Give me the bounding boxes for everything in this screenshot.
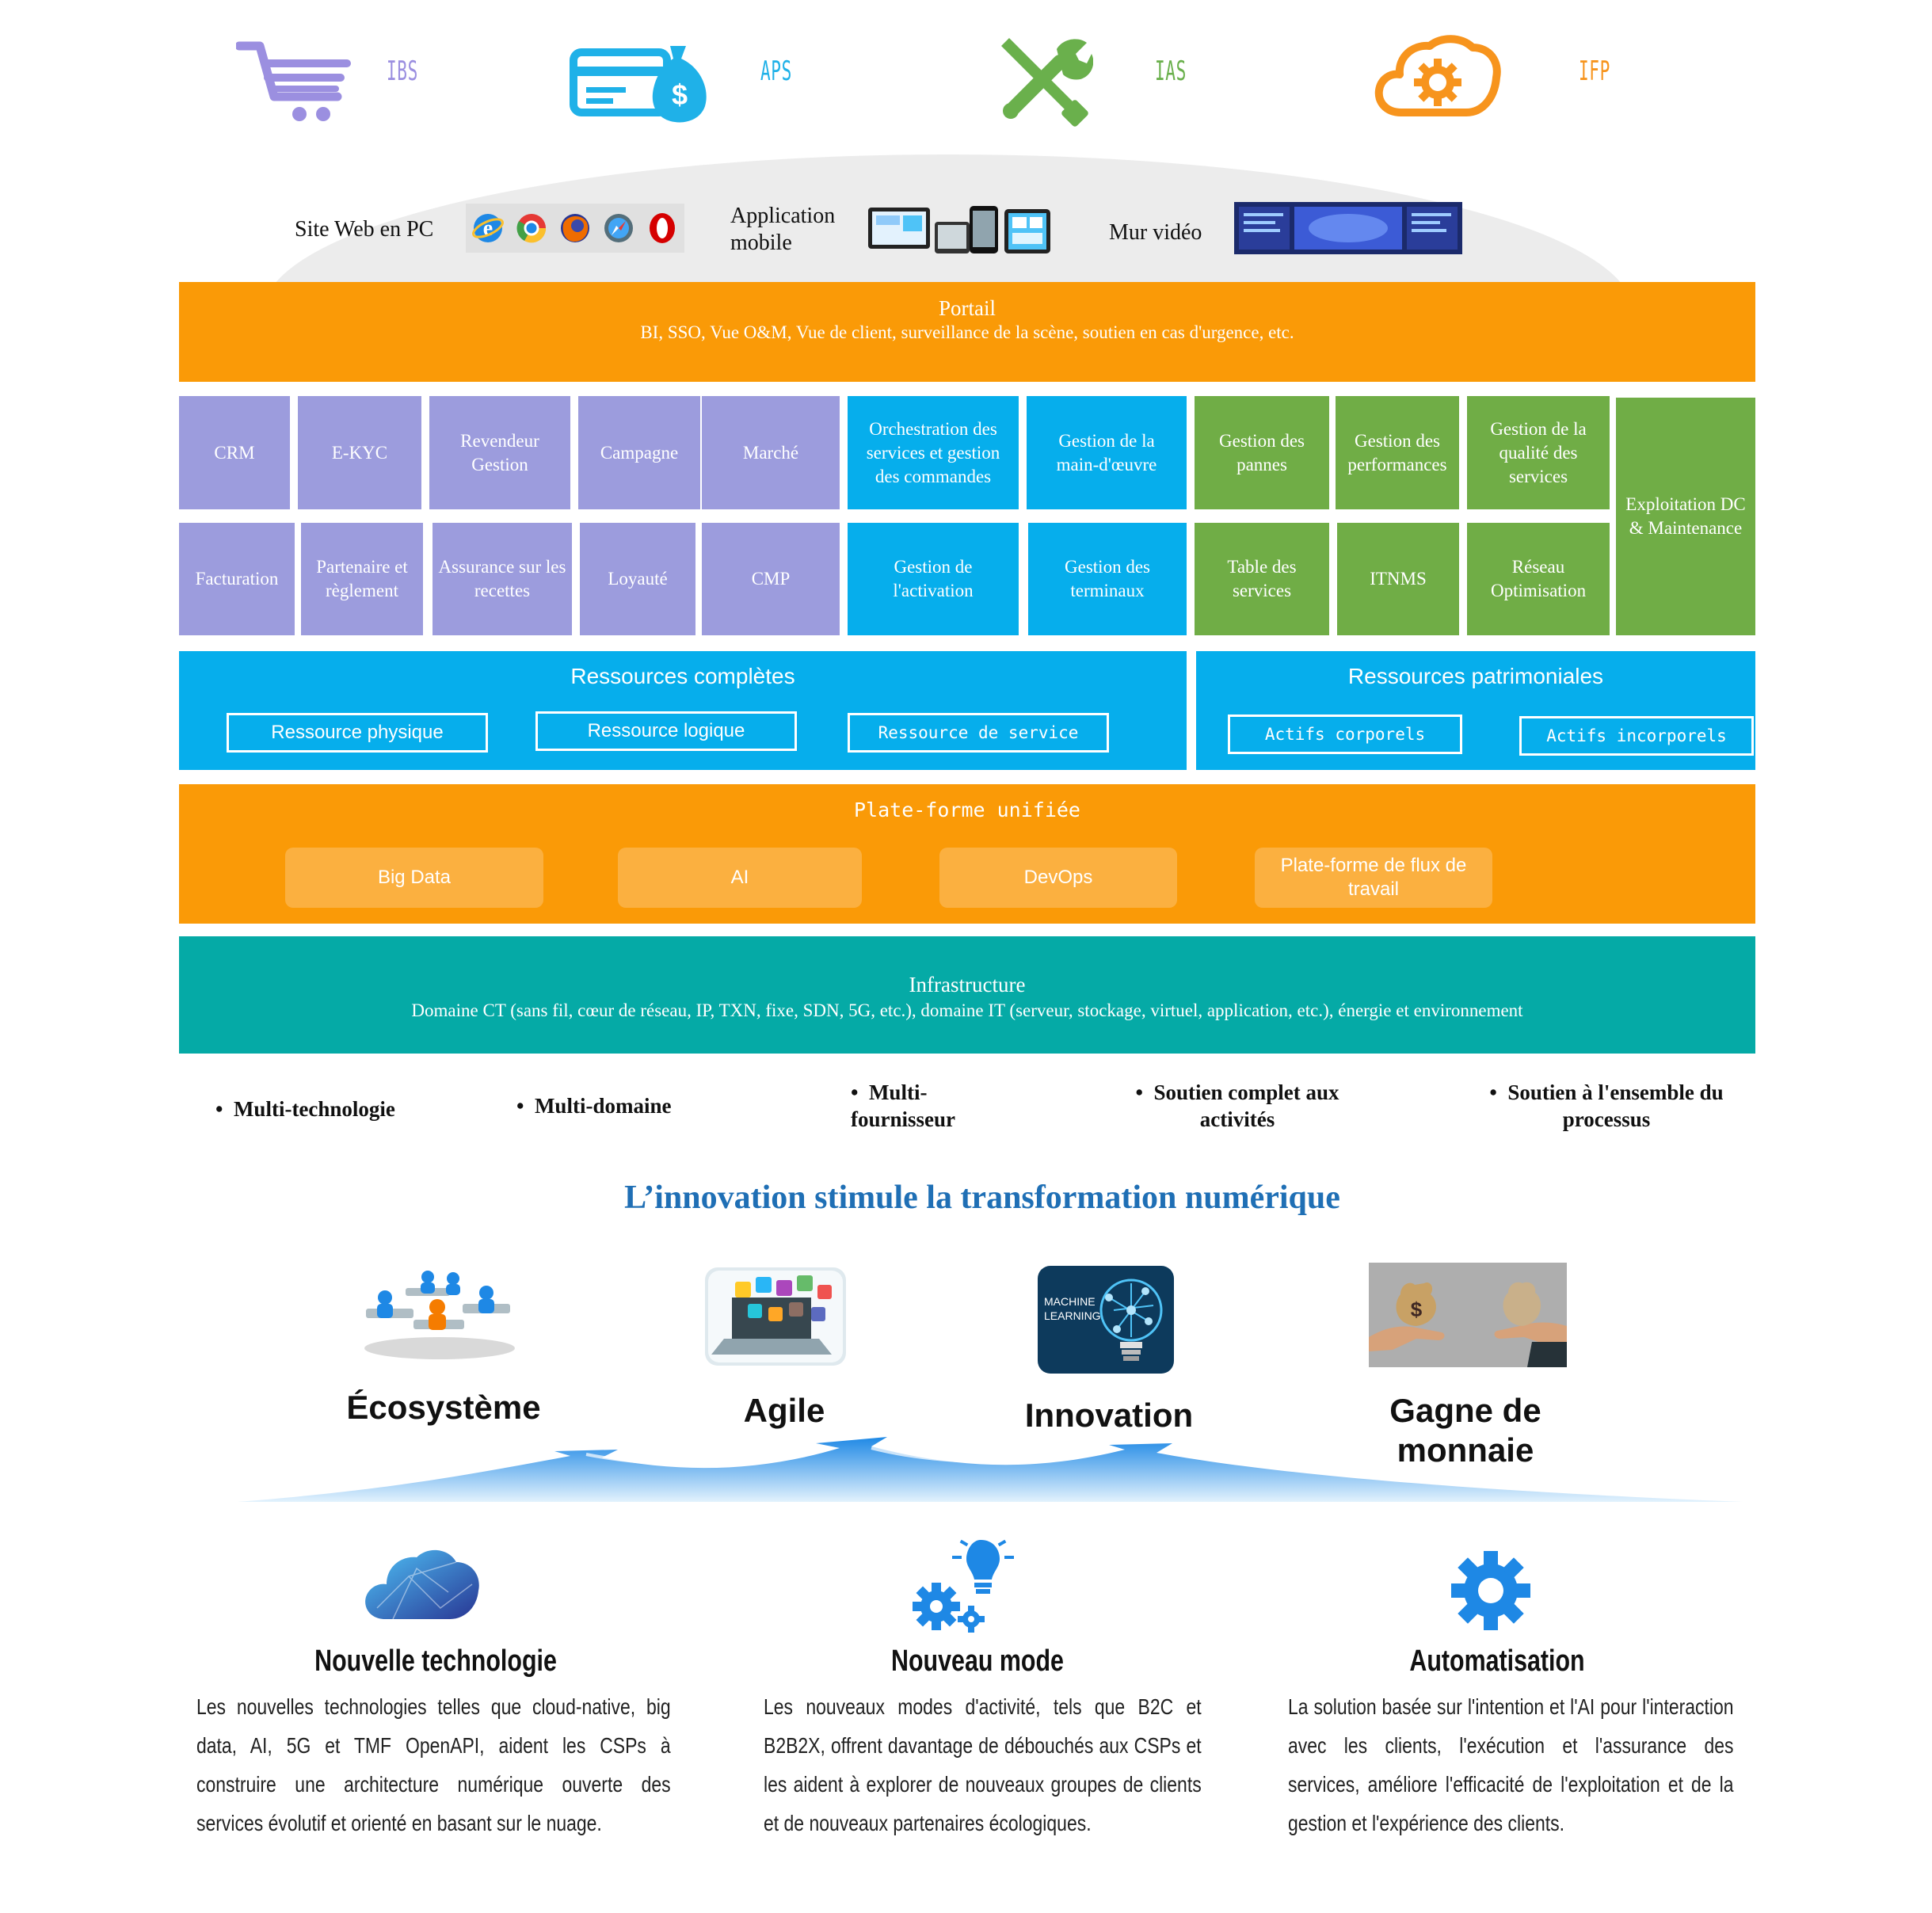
machine-learning-image: MACHINE LEARNING [1038,1266,1174,1374]
aps-label: APS [760,55,792,87]
service-resource-box: Ressource de service [848,713,1109,753]
module-table-services: Table des services [1195,523,1329,635]
feature-multi-technology: • Multi-technologie [215,1097,395,1121]
module-revendeur: Revendeur Gestion [429,396,570,509]
ecosystem-people-image [364,1271,515,1359]
feature-full-process-support: • Soutien à l'ensemble du processus [1489,1080,1724,1131]
feature-multi-vendor: • Multi-fournisseur [851,1080,956,1131]
col-new-technology-title: Nouvelle technologie [314,1644,557,1678]
portal-layer: Portail BI, SSO, Vue O&M, Vue de client,… [179,282,1755,382]
module-ekyc: E-KYC [298,396,421,509]
module-loyaute: Loyauté [580,523,695,635]
ifp-label: IFP [1579,55,1610,87]
col-automation-text: La solution basée sur l'intention et l'A… [1288,1694,1734,1835]
col-new-technology-text: Les nouvelles technologies telles que cl… [196,1694,671,1835]
logical-resource-box: Ressource logique [535,711,797,751]
mobile-channel-label: Application mobile [730,204,836,255]
infrastructure-title: Infrastructure [909,973,1026,997]
video-wall-screen-image [1234,202,1462,254]
chrome-browser-icon [516,214,546,243]
pillar-ecosystem: Écosystème [346,1389,541,1426]
module-facturation: Facturation [179,523,295,635]
opera-browser-icon [650,213,676,243]
upward-wave-arrows [238,1437,1743,1502]
module-orchestration: Orchestration des services et gestion de… [848,396,1019,509]
module-campagne: Campagne [578,396,700,509]
feature-text: Multi-fournisseur [851,1080,956,1131]
feature-text: Multi-technologie [233,1097,395,1121]
feature-full-business-support: • Soutien complet aux activités [1135,1080,1339,1131]
svg-text:$: $ [1411,1298,1423,1321]
complete-resources-title: Ressources complètes [570,664,795,688]
module-cmp: CMP [702,523,840,635]
browser-icons-strip: e [466,204,684,253]
tangible-assets-box: Actifs corporels [1228,715,1462,754]
tools-icon [1001,38,1093,127]
cloud-gear-icon [1374,35,1501,116]
ie-browser-icon: e [471,214,504,242]
safari-browser-icon [604,214,634,242]
video-wall-label: Mur vidéo [1109,220,1202,245]
module-partenaire: Partenaire et règlement [301,523,423,635]
feature-text: Multi-domaine [534,1094,672,1118]
module-pannes: Gestion des pannes [1195,396,1329,509]
infrastructure-layer: Infrastructure Domaine CT (sans fil, cœu… [179,936,1755,1054]
unified-platform-title: Plate-forme unifiée [854,798,1080,821]
module-qualite: Gestion de la qualité des services [1467,396,1610,509]
intangible-assets-box: Actifs incorporels [1519,716,1754,756]
module-main-oeuvre: Gestion de la main-d'œuvre [1027,396,1187,509]
web-channel-label: Site Web en PC [295,217,434,242]
ml-badge-line1: MACHINE [1044,1295,1096,1308]
gear-icon [1451,1551,1530,1630]
portal-subtitle: BI, SSO, Vue O&M, Vue de client, surveil… [640,322,1294,342]
pillar-agile: Agile [743,1392,825,1429]
firefox-browser-icon [560,214,589,242]
feature-text: Soutien complet aux activités [1153,1080,1339,1131]
unified-platform-layer: Plate-forme unifiée Big Data AI DevOps P… [179,784,1755,924]
heritage-resources-layer: Ressources patrimoniales Actifs corporel… [1196,651,1755,770]
module-reseau: Réseau Optimisation [1467,523,1610,635]
module-crm: CRM [179,396,290,509]
cloud-icon [365,1549,479,1620]
module-terminaux: Gestion des terminaux [1028,523,1187,635]
agile-laptop-image [705,1267,846,1366]
pillar-innovation: Innovation [1024,1397,1194,1434]
innovation-heading: L’innovation stimule la transformation n… [624,1179,1340,1216]
card-moneybag-icon: $ [570,46,707,123]
pillar-money: Gagne de monnaie [1389,1392,1541,1469]
infrastructure-subtitle: Domaine CT (sans fil, cœur de réseau, IP… [411,1000,1523,1020]
shopping-cart-icon [236,41,351,121]
big-data-box: Big Data [285,848,543,908]
module-activation: Gestion de l'activation [848,523,1019,635]
devops-box: DevOps [939,848,1177,908]
col-automation-title: Automatisation [1409,1644,1585,1678]
module-itnms: ITNMS [1337,523,1459,635]
module-assurance: Assurance sur les recettes [433,523,572,635]
portal-title: Portail [939,296,996,320]
workflow-platform-box: Plate-forme de flux de travail [1255,848,1492,908]
physical-resource-box: Ressource physique [227,713,488,753]
svg-text:$: $ [672,78,688,111]
col-new-mode-text: Les nouveaux modes d'activité, tels que … [764,1694,1202,1835]
money-hands-image: $ [1369,1263,1567,1367]
ml-badge-line2: LEARNING [1044,1309,1101,1322]
ias-label: IAS [1155,55,1187,87]
module-performances: Gestion des performances [1336,396,1459,509]
mobile-devices-icon [868,206,1050,253]
complete-resources-layer: Ressources complètes Ressource physique … [179,651,1187,770]
module-exploitation: Exploitation DC & Maintenance [1616,398,1755,635]
feature-multi-domain: • Multi-domaine [516,1094,672,1118]
ibs-label: IBS [387,55,418,87]
col-new-mode-title: Nouveau mode [891,1644,1064,1678]
feature-text: Soutien à l'ensemble du processus [1507,1080,1724,1131]
heritage-resources-title: Ressources patrimoniales [1347,664,1604,688]
ai-box: AI [618,848,862,908]
gears-bulb-icon [913,1539,1014,1633]
module-marche: Marché [702,396,840,509]
